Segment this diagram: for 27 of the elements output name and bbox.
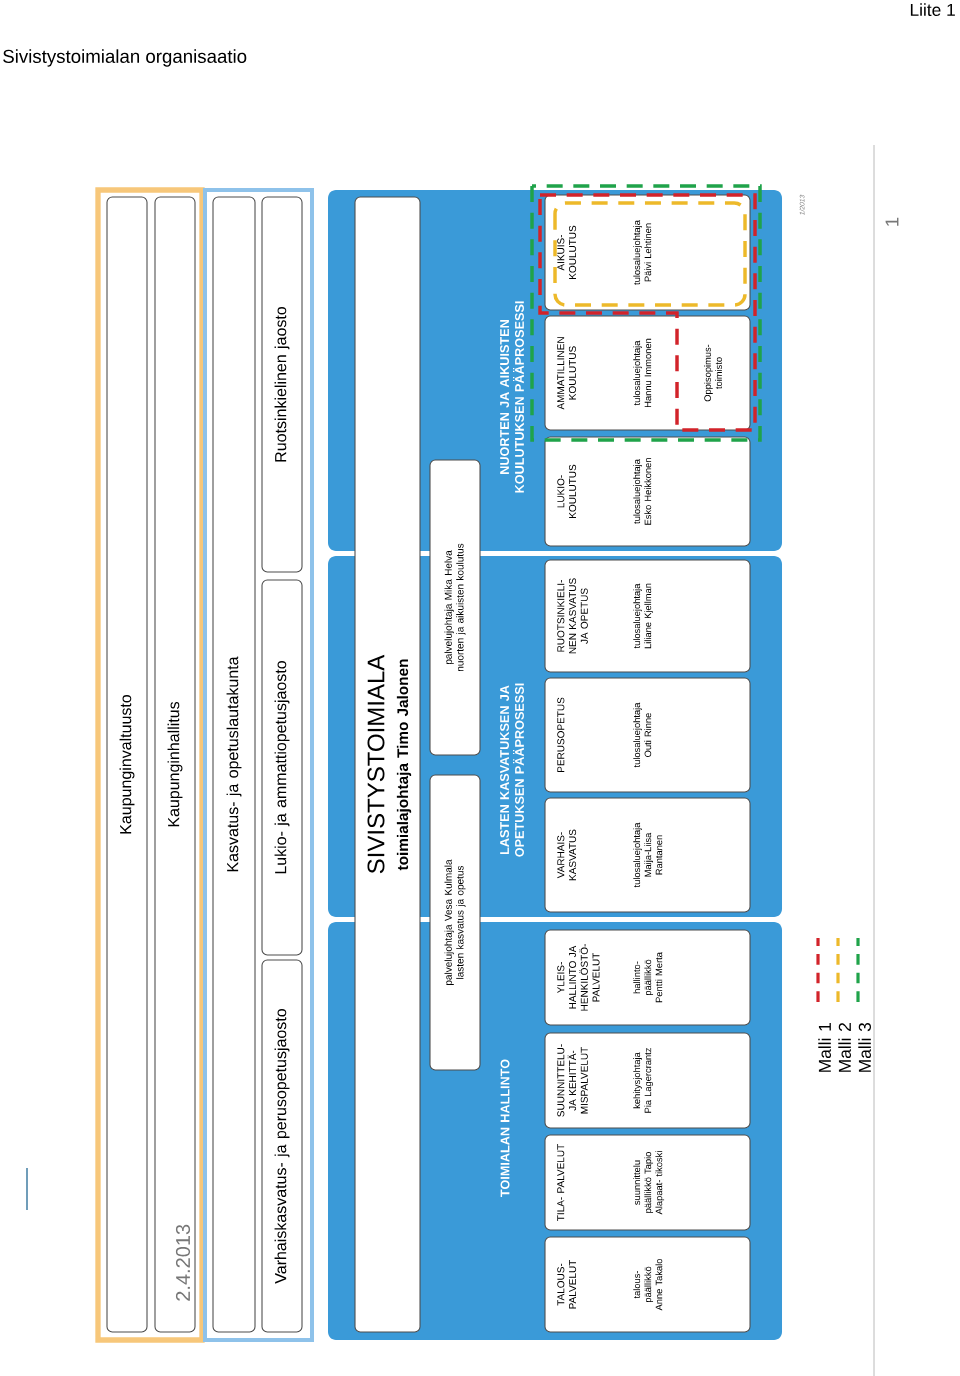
- unit-box: YLEIS- HALLINTO JA HENKILÖSTÖ- PALVELUT hallinto- päällikkö Pentti Merta: [544, 929, 751, 1026]
- date-text: 2.4.2013: [175, 1224, 191, 1301]
- unit-box: PERUSOPETUS tulosaluejohtaja Outi Rinne: [544, 677, 751, 793]
- page-title: Sivistystoimialan organisaatio: [3, 49, 247, 67]
- unit-box: TALOUS- PALVELUT talous- päällikkö Anne Takalo: [544, 1236, 751, 1333]
- department-box: SIVISTYSTOIMIALA toimialajohtaja Timo Jalonen: [354, 196, 421, 1333]
- committee-box: Kaupunginvaltuusto: [106, 196, 148, 1333]
- director-box: palvelujohtaja Mika Helva nuorten ja aikuisten koulutus: [429, 459, 481, 756]
- unit-box: LUKIO- KOULUTUS tulosaluejohtaja Esko Heikkonen: [544, 436, 751, 547]
- page-number: 1: [885, 217, 899, 226]
- director-box: palvelujohtaja Vesa Kulmala lasten kasvatus ja opetus: [429, 774, 481, 1071]
- unit-box: SUUNNITTELU- JA KEHITTÄ- MISPALVELUT kehitysjohtaja Pia Lagercrantz: [544, 1032, 751, 1129]
- unit-box: VARHAIS- KASVATUS tulosaluejohtaja Maija-Liisa Rantanen: [544, 797, 751, 913]
- unit-box: AIKUIS- KOULUTUS tulosaluejohtaja Päivi Lehtinen: [544, 194, 751, 311]
- group-frame: [95, 187, 205, 1343]
- group-frame: [203, 188, 314, 1342]
- committee-box: Kasvatus- ja opetuslautakunta: [212, 196, 256, 1333]
- committee-box: Ruotsinkielinen jaosto: [261, 196, 303, 573]
- unit-box: RUOTSINKIELI- NEN KASVATUS JA OPETUS tulosaluejohtaja Liliane Kjellman: [544, 559, 751, 673]
- legend-label: Malli 2: [838, 1023, 851, 1072]
- legend-label: Malli 1: [818, 1023, 831, 1072]
- unit-box: TILA- PALVELUT suunnittelu päällikkö Tapio Alapaat- tikoski: [544, 1134, 751, 1231]
- legend-label: Malli 3: [858, 1023, 871, 1072]
- unit-box: AMMATILLINEN KOULUTUS tulosaluejohtaja Hannu Immonen Oppisopimus- toimisto: [544, 315, 751, 431]
- committee-box: Lukio- ja ammattiopetusjaosto: [261, 579, 303, 956]
- page-label: Liite 1: [910, 3, 955, 16]
- committee-box: Varhaiskasvatus- ja perusopetusjaosto: [261, 959, 303, 1333]
